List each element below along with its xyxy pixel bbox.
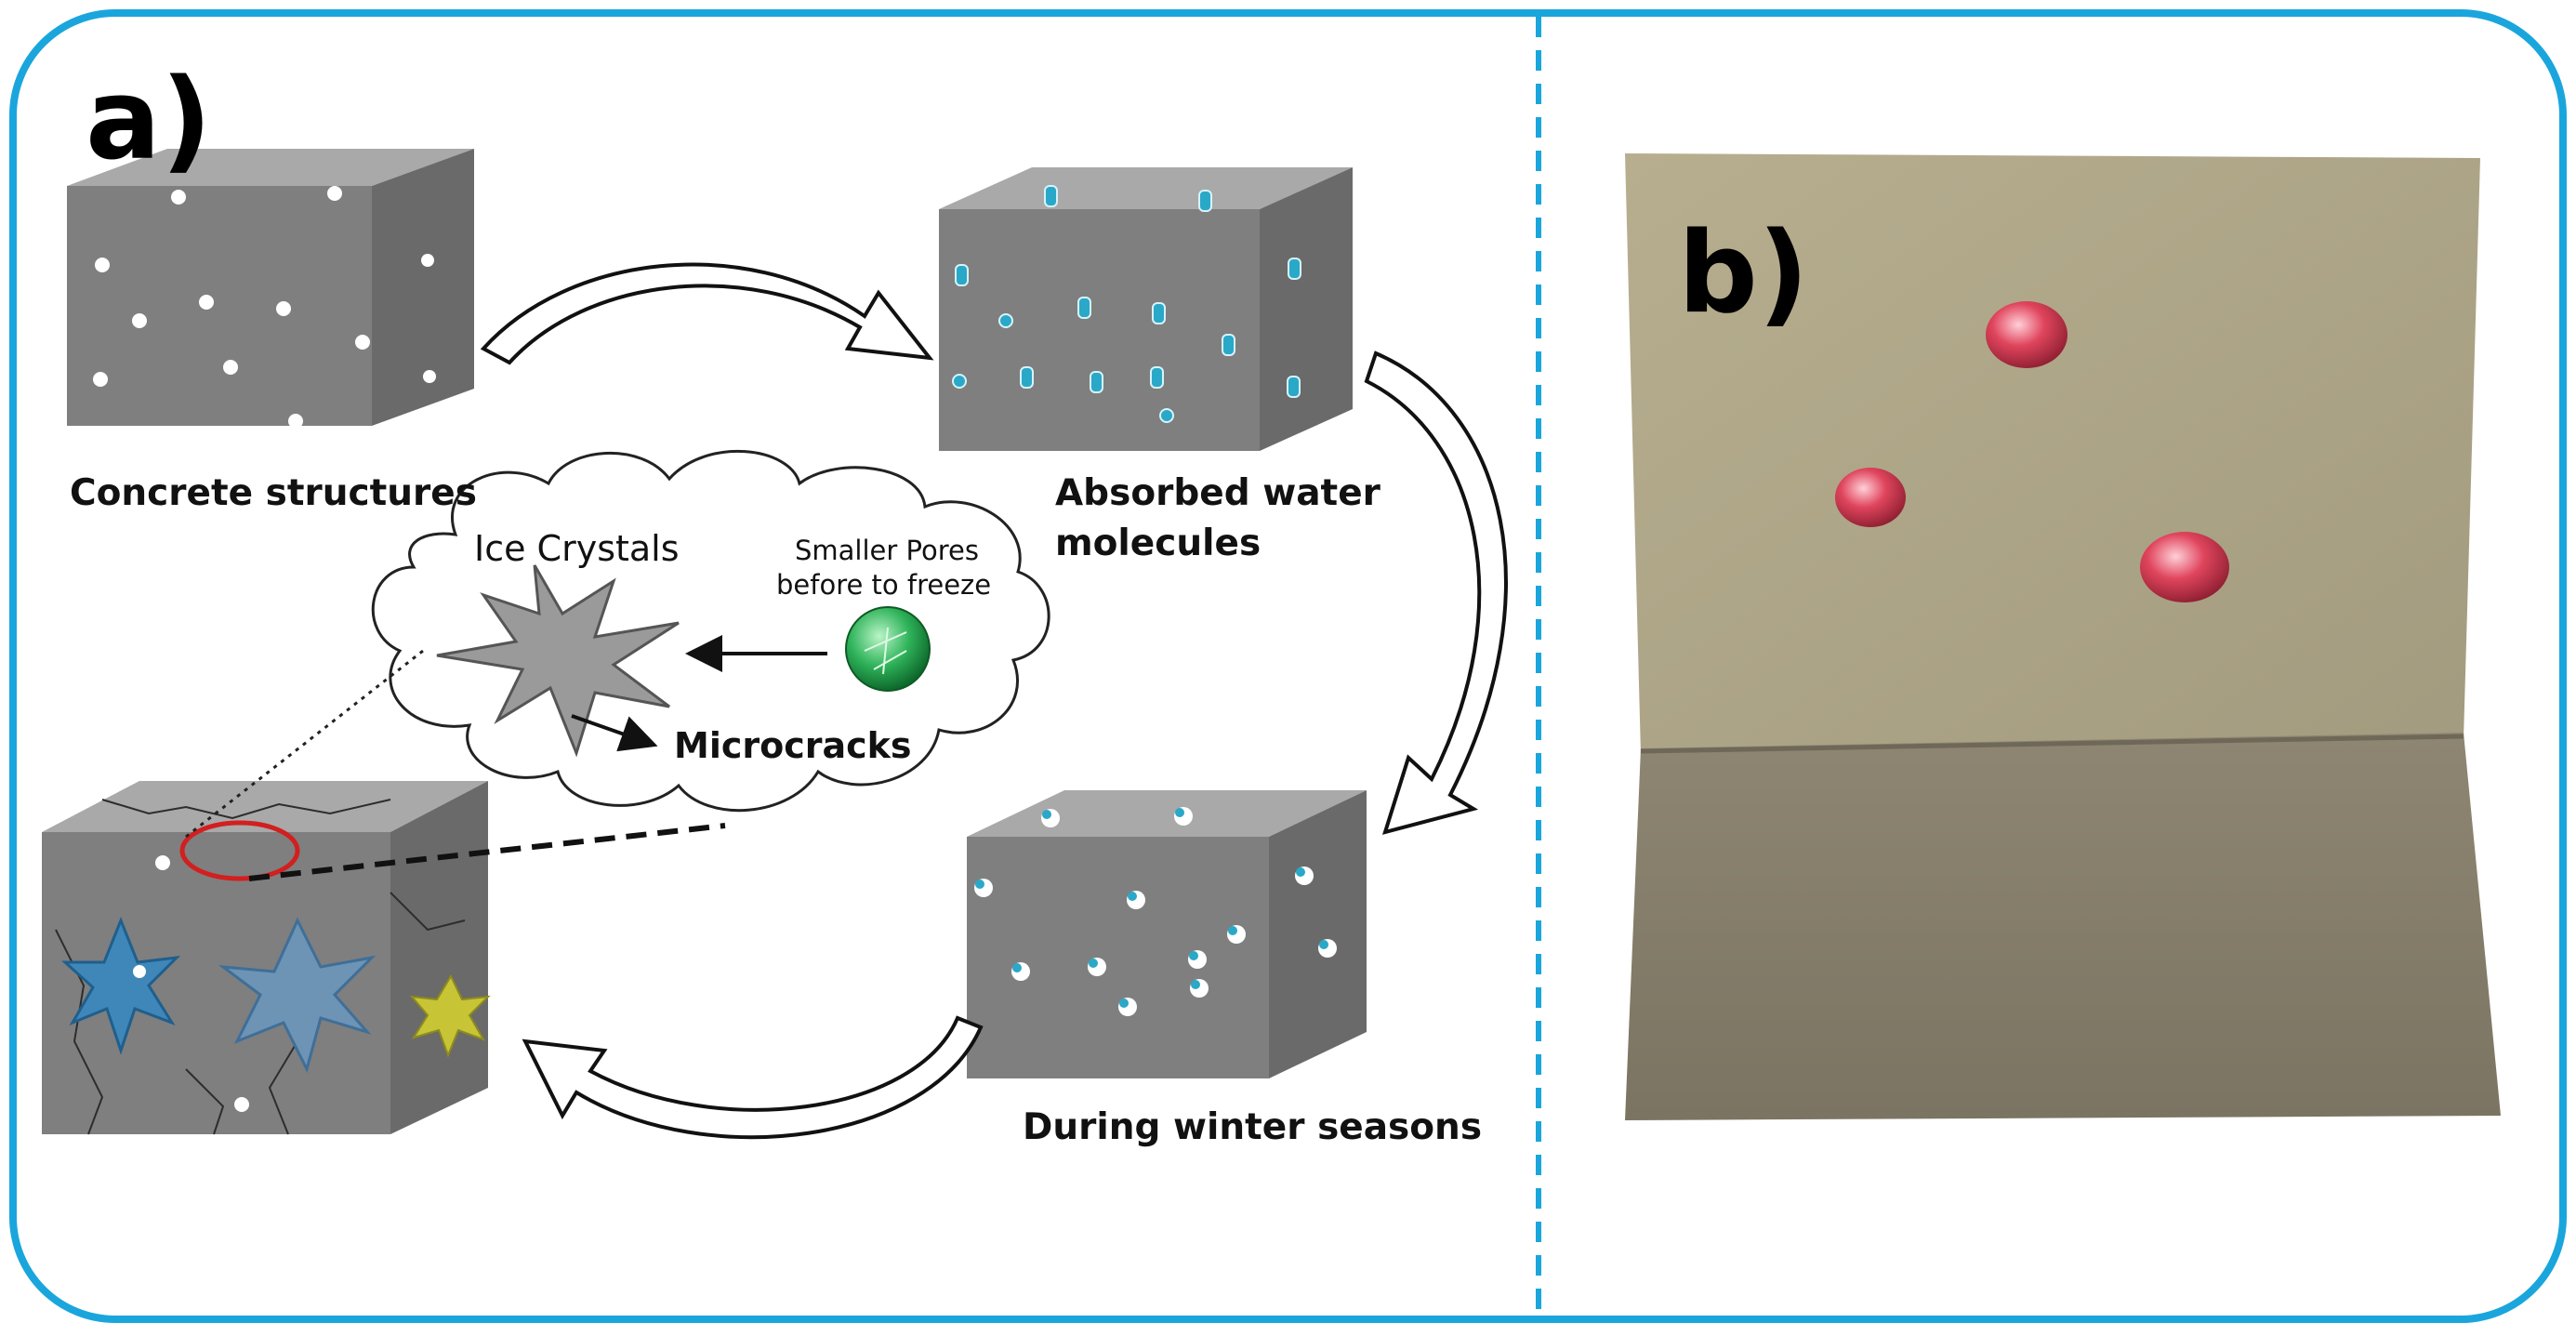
water-droplets — [1835, 301, 2229, 602]
winter-cube — [967, 790, 1367, 1078]
water-cube — [939, 167, 1353, 451]
concrete-sample-photo — [1619, 144, 2507, 1120]
label-ice-crystals: Ice Crystals — [474, 528, 680, 569]
label-microcracks: Microcracks — [674, 725, 912, 766]
zoom-connector-dashed — [248, 823, 726, 881]
label-concrete-structures: Concrete structures — [70, 472, 477, 514]
water-molecules — [952, 185, 1301, 423]
panel-a-letter: a) — [86, 56, 212, 185]
empty-pores — [93, 186, 436, 429]
arrow-water-to-winter — [1364, 351, 1508, 835]
highlight-ring — [179, 820, 300, 881]
cycle-arrows — [480, 262, 1508, 1140]
cracked-cube — [42, 781, 491, 1135]
ice-crystal-yellow — [409, 973, 491, 1058]
label-absorbed-water-line2: molecules — [1055, 522, 1262, 564]
sample-front-face — [1625, 733, 2501, 1120]
arrow-winter-to-cracked — [522, 1015, 984, 1140]
arrow-crystal-to-microcracks — [571, 714, 658, 752]
label-absorbed-water-line1: Absorbed water — [1055, 472, 1380, 514]
concrete-cube — [67, 149, 474, 429]
ice-crystal-blue-large — [218, 917, 376, 1074]
label-smaller-pores-line2: before to freeze — [776, 569, 992, 601]
ice-crystal-blue-left — [61, 916, 181, 1055]
thought-cloud — [371, 449, 1050, 813]
panel-b-letter: b) — [1678, 209, 1809, 338]
ice-crystal-icon — [436, 564, 680, 758]
arrow-concrete-to-water — [480, 262, 934, 365]
frozen-pores — [974, 807, 1337, 1016]
outer-frame — [9, 9, 2567, 1323]
sample-top-face — [1625, 153, 2480, 755]
label-during-winter: During winter seasons — [1023, 1106, 1483, 1148]
label-smaller-pores-line1: Smaller Pores — [795, 535, 979, 566]
green-pore-icon — [845, 606, 931, 692]
zoom-connector-dotted — [185, 649, 424, 839]
